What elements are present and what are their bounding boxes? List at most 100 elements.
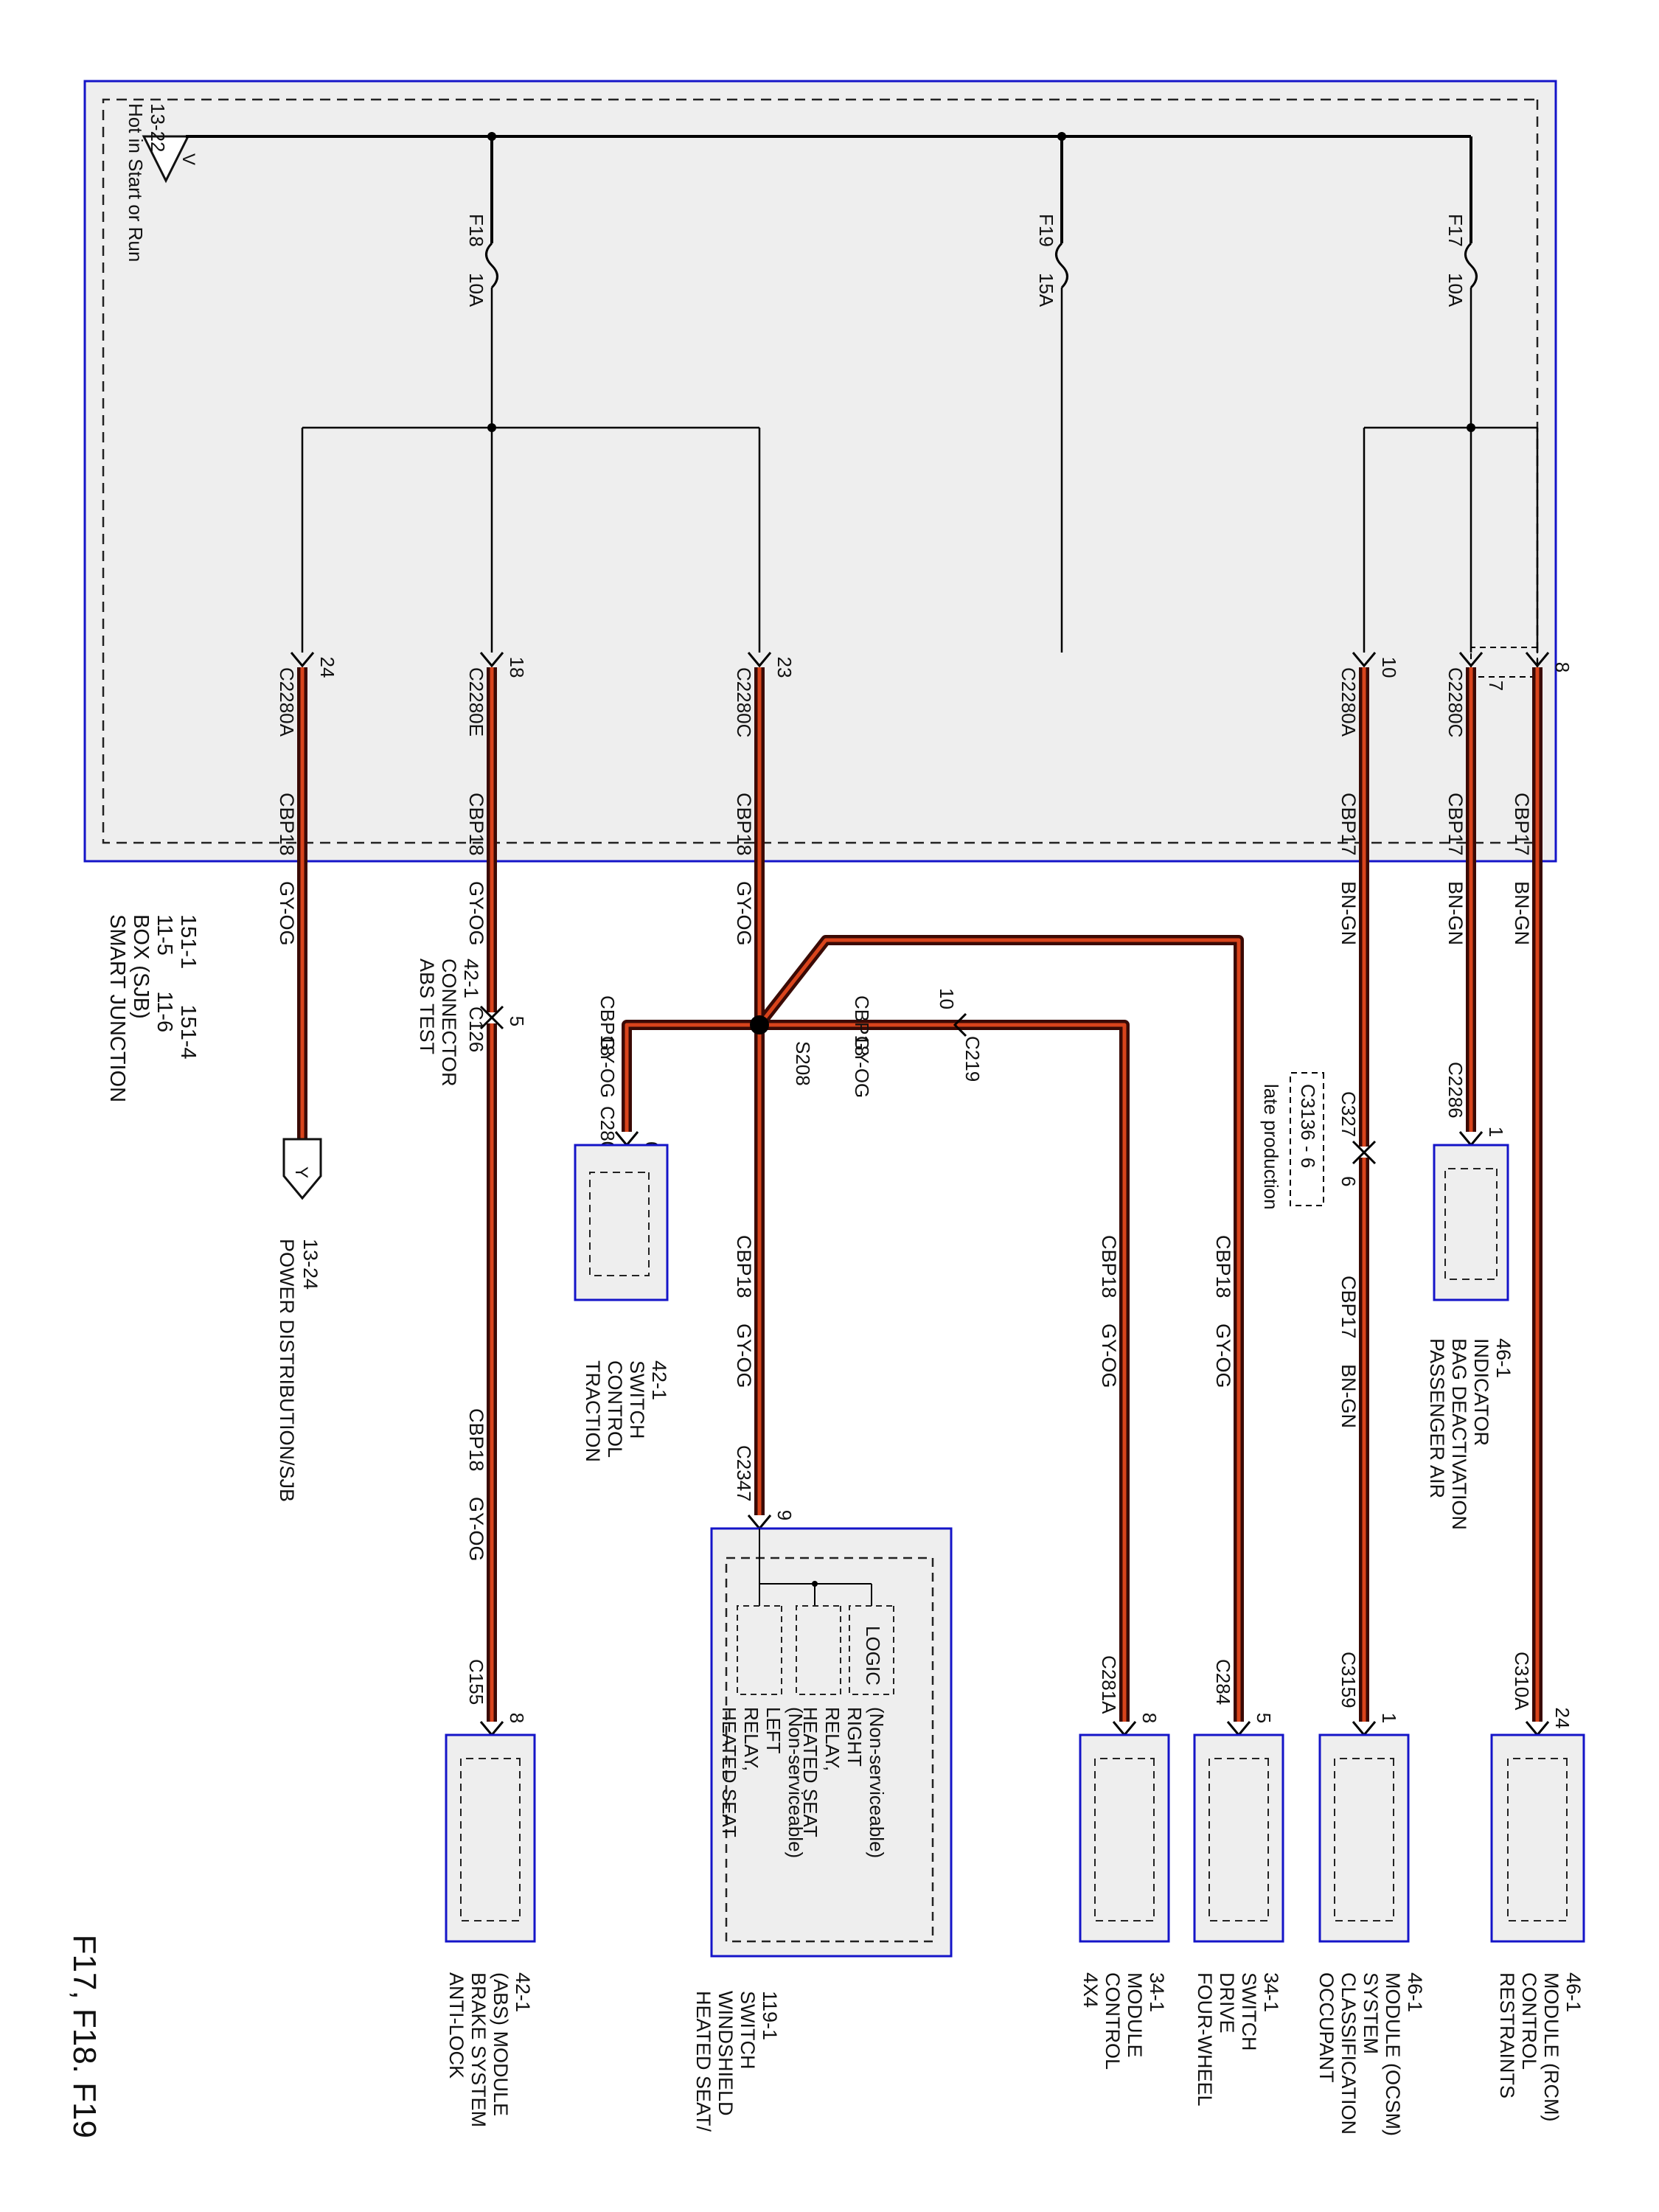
connector-arrow [747,652,772,668]
traction-line2: CONTROL [604,1360,626,1458]
heated-ref: 119-1 [759,1991,781,2040]
sjb-pin-number: 8 [1551,662,1573,672]
fuse-f17: F17 10A [1444,214,1478,307]
traction-inner [589,1172,650,1276]
connector-arrow [290,652,315,668]
late-production-alt: C3136 - 6 [1297,1084,1319,1168]
hot-symbol-letter: V [178,153,198,165]
rcm-line1: RESTRAINTS [1496,1972,1518,2098]
hot-feed: V Hot in Start or Run 13-22 [125,103,198,262]
c284-id: C284 [1212,1659,1234,1705]
splice-s208-dot [750,1015,769,1034]
c284-pin: 5 [1253,1713,1275,1723]
abs-color-upper: GY-OG [465,881,487,946]
sjb-pin-number: 23 [773,657,796,678]
c280-arrow [614,1131,639,1147]
4x4-box [1079,1733,1170,1943]
fuse-f18-id: F18 [465,214,487,247]
sjb-name-line1: SMART JUNCTION [105,914,129,1102]
sjb-pin-number: 18 [506,657,528,678]
smart-junction-box: SMART JUNCTION BOX (SJB) 11-5 11-6 151-1… [83,80,1557,1102]
abs-color-lower: GY-OG [465,1497,487,1562]
heated-line3: SWITCH [737,1991,759,2069]
c219-id: C219 [961,1036,984,1082]
restraints-control-module: C310A 24 RESTRAINTS CONTROL MODULE (RCM)… [1490,1652,1585,2122]
c310a-arrow [1525,1721,1550,1737]
abs-circuit-upper: CBP18 [465,793,487,856]
sjb-connector-id: C2280C [733,667,755,737]
heated-node [812,1581,818,1587]
abs-test-line1: ABS TEST [416,959,438,1054]
c219-pin: 10 [936,988,958,1009]
sjb-connectors: 24 C2280A 18 C2280E 23 C2280C 10 C2280A … [276,652,1573,737]
pd-circuit: CBP18 [276,793,298,856]
ocsm-box [1318,1733,1410,1943]
four-wheel-drive-switch: C284 5 FOUR-WHEEL DRIVE SWITCH 34-1 [1193,1659,1284,2107]
sjb-connector-id: C2280E [465,667,487,737]
traction-ref: 42-1 [648,1360,670,1400]
late-production-label: late production [1260,1084,1282,1210]
relay-left-line3: LEFT [762,1707,785,1754]
power-distribution-ref: Y POWER DISTRIBUTION/SJB 13-24 [276,1138,322,1502]
ocsm-ref: 46-1 [1404,1972,1426,2012]
s208-circuit-upper: CBP18 [733,793,755,856]
c281-color: GY-OG [1098,1324,1120,1388]
c3159-id: C3159 [1338,1652,1360,1708]
fuse-f17-symbol [1464,242,1478,289]
c219-color: GY-OG [851,1036,873,1098]
logic-box [849,1605,894,1695]
ocsm-line1: OCCUPANT [1315,1972,1338,2083]
c2286-id: C2286 [1444,1062,1467,1119]
relay-right-line2: RELAY, [821,1707,844,1771]
abs-module: C155 8 ANTI-LOCK BRAKE SYSTEM (ABS) MODU… [445,1659,536,2127]
4wd-line2: DRIVE [1216,1972,1238,2034]
rcm-color: BN-GN [1511,881,1533,945]
fuse-f19: F19 15A [1035,214,1068,307]
relay-left-line4: (Non-serviceable) [785,1707,807,1858]
c219-circuit: CBP18 [851,995,873,1056]
power-distribution-label: POWER DISTRIBUTION/SJB [276,1239,298,1502]
fuse-f17-id: F17 [1444,214,1467,247]
wire-c284-core [758,938,1241,1722]
relay-left-line1: HEATED SEAT [718,1707,740,1837]
relay-right-line1: HEATED SEAT [799,1707,821,1837]
c310a-pin: 24 [1551,1708,1573,1729]
sjb-bus [187,135,1472,243]
sjb-distribution [301,288,1539,653]
c126-connector: C126 [465,1006,487,1052]
rcm-inner [1507,1758,1568,1921]
abs-test-ref: 42-1 [460,959,482,998]
c281a-id: C281A [1098,1655,1120,1714]
relay-right-box [796,1605,841,1695]
traction-box [574,1144,669,1301]
airbag-line1: PASSENGER AIR [1426,1338,1448,1498]
ocsm-color-upper: BN-GN [1338,881,1360,945]
traction-control-switch: TRACTION CONTROL SWITCH 42-1 [574,1144,670,1462]
connector-arrow [1352,652,1377,668]
fuse-f19-rating: 15A [1035,273,1057,307]
abs-ref: 42-1 [512,1972,534,2012]
airbag-ref: 46-1 [1492,1338,1514,1378]
abs-test-connector: C126 5 ABS TEST CONNECTOR 42-1 [416,959,528,1087]
abs-line2: BRAKE SYSTEM [467,1972,490,2127]
c2286-pin: 1 [1485,1127,1507,1137]
rcm-ref: 46-1 [1562,1972,1585,2012]
fuse-f18: F18 10A [465,214,498,307]
splice-s208: S208 [750,1015,814,1086]
c2286-arrow [1458,1131,1484,1147]
sjb-connector-id: C2280C [1444,667,1467,737]
bus-node-f19 [1057,132,1066,141]
power-distribution-letter: Y [291,1166,311,1178]
c310a-id: C310A [1511,1652,1533,1711]
rcm-circuit: CBP17 [1511,793,1533,856]
wire-c280 [622,1020,759,1132]
abs-box [445,1733,536,1943]
wire-labels: CBP18 GY-OG CBP18 GY-OG CBP18 GY-OG CBP1… [276,793,1533,1562]
c2347-color: GY-OG [733,1324,755,1388]
hot-ref: 13-22 [147,103,169,153]
c284-circuit: CBP18 [1212,1235,1234,1298]
abs-line1: ANTI-LOCK [445,1972,467,2079]
airbag-inner [1444,1168,1498,1280]
abs-line3: (ABS) MODULE [490,1972,512,2116]
relay-left-line2: RELAY, [740,1707,762,1771]
